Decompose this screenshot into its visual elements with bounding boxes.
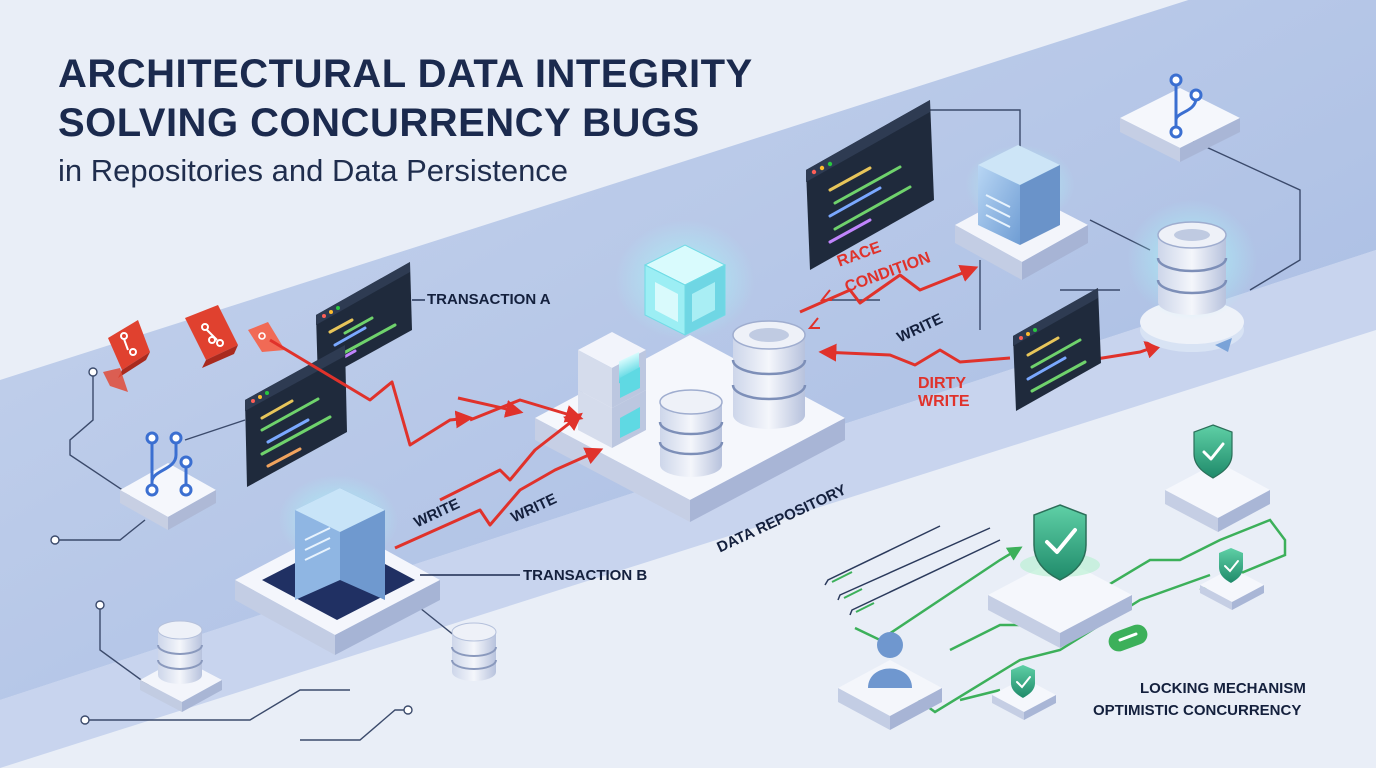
git-branch-icon-top [1169,73,1203,139]
cube-icon [615,220,755,340]
database-bottom-mid [451,622,497,681]
locking-mechanism-label: LOCKING MECHANISM [1140,680,1306,697]
git-branch-tag-mid [185,305,238,368]
shield-platform-main [988,504,1132,648]
subtitle: in Repositories and Data Persistence [58,153,569,188]
shield-check-icon-small [1219,548,1243,583]
title-line-1: ARCHITECTURAL DATA INTEGRITY [58,52,753,96]
dirty-label-line-2: WRITE [918,393,970,410]
shield-check-icon-bottom [1011,665,1035,698]
git-branch-tag-bottom [103,368,128,392]
code-editor-left [245,345,347,487]
code-editor-dirty-write [1013,288,1101,411]
database-bottom-left [140,620,222,712]
race-marker-ticks [807,289,832,329]
user-platform [838,632,942,730]
repository-block-stack [578,332,646,448]
locking-thread-lines [824,525,1001,616]
shield-platform-top [1165,424,1270,532]
arrow-persist [1089,341,1164,362]
arrow-race-condition [799,264,979,314]
arrow-transaction-a [269,338,474,447]
optimistic-concurrency-label: OPTIMISTIC CONCURRENCY [1093,702,1302,719]
server-icon-top-right [955,145,1088,280]
shield-check-icon-top [1193,424,1233,479]
arrow-dirty-write [818,343,1011,367]
transaction-b-label: TRANSACTION B [523,567,648,584]
shield-platform-small-bottom [992,665,1056,720]
git-node-top-right [1120,73,1240,162]
shield-check-icon [1033,504,1087,581]
dirty-label-line-1: DIRTY [918,375,966,392]
locking-thread-dashes [831,571,875,613]
code-editor-race [806,100,934,270]
title-line-2: SOLVING CONCURRENCY BUGS [58,101,700,145]
git-node-platform [120,431,216,530]
database-icon-small [658,389,724,477]
database-persistence [1127,200,1257,352]
server-icon [304,527,331,561]
dirty-write-label: DIRTY WRITE [918,375,970,411]
lock-token [1108,624,1148,652]
user-icon [868,632,912,688]
shield-platform-small-right [1200,548,1264,610]
database-icon-large [731,320,807,429]
arrow-transaction-a-tip [457,396,524,418]
transaction-a-label: TRANSACTION A [427,291,551,308]
conflict-arrows [269,264,1164,550]
arrow-transaction-b [394,447,604,550]
transaction-b-server [235,475,440,655]
git-branch-tag-left [108,320,150,378]
git-branch-icon [145,431,193,497]
